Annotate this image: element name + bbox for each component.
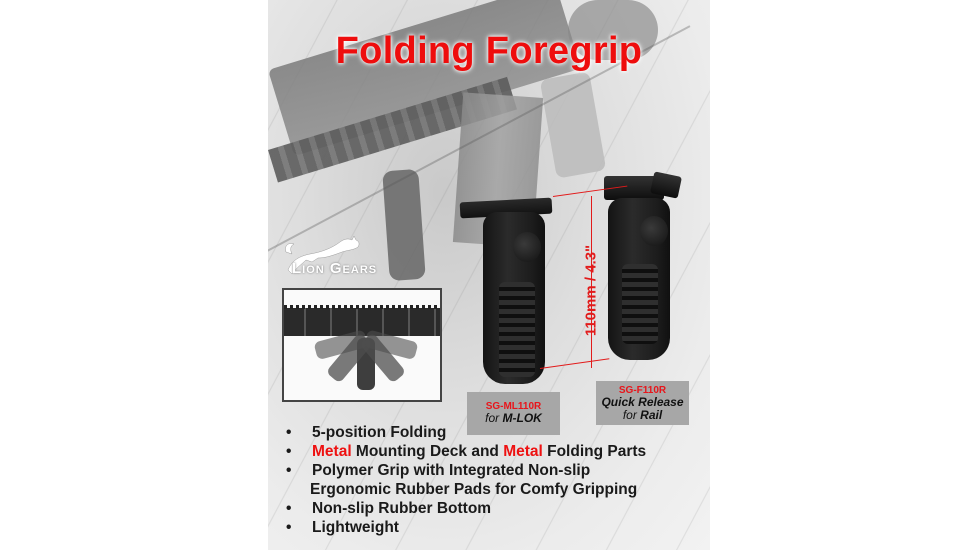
dimension-label: 110mm / 4.3" bbox=[582, 244, 600, 337]
product-code: SG-F110R bbox=[618, 385, 667, 396]
dimension-vertical-line bbox=[591, 196, 592, 368]
product-label-mlok: SG-ML110R for M-LOK bbox=[467, 392, 560, 435]
rail-foregrip-image bbox=[608, 198, 670, 360]
product-poster: Folding Foregrip Lion Gears 110mm / 4.3"… bbox=[268, 0, 710, 550]
feature-item: •Metal Mounting Deck and Metal Folding P… bbox=[286, 443, 647, 460]
bullet-dot-icon: • bbox=[286, 424, 292, 441]
bullet-dot-icon: • bbox=[286, 443, 292, 460]
bullet-dot-icon: • bbox=[286, 462, 292, 479]
feature-item-continuation: Ergonomic Rubber Pads for Comfy Gripping bbox=[310, 481, 638, 498]
brand-logo-text: Lion Gears bbox=[292, 260, 378, 277]
bullet-dot-icon: • bbox=[286, 500, 292, 517]
poster-title: Folding Foregrip bbox=[335, 30, 643, 72]
mlok-release-button bbox=[513, 232, 541, 262]
rail-release-button bbox=[640, 216, 668, 246]
feature-item: •Non-slip Rubber Bottom bbox=[286, 500, 492, 517]
product-code: SG-ML110R bbox=[485, 401, 542, 412]
product-label-rail: SG-F110R Quick Release for Rail bbox=[596, 381, 689, 425]
dimension-bottom-line bbox=[539, 358, 610, 369]
rail-rubber-pad bbox=[622, 264, 658, 344]
leaping-lion-icon bbox=[285, 235, 360, 275]
mlok-rubber-pad bbox=[499, 282, 535, 377]
product-mount-type: for M-LOK bbox=[485, 411, 542, 425]
feature-item: •5-position Folding bbox=[286, 424, 447, 441]
bullet-dot-icon: • bbox=[286, 519, 292, 536]
product-feature: Quick Release bbox=[601, 395, 684, 409]
mlok-foregrip-image bbox=[483, 212, 545, 384]
background-rifle-stock bbox=[568, 0, 658, 60]
mlok-handguard-image bbox=[284, 305, 440, 336]
feature-item: •Polymer Grip with Integrated Non-slip bbox=[286, 462, 591, 479]
feature-list: •5-position Folding •Metal Mounting Deck… bbox=[286, 423, 646, 537]
product-mount-type: for Rail bbox=[622, 408, 663, 422]
feature-item: •Lightweight bbox=[286, 519, 399, 536]
folding-positions-inset bbox=[282, 288, 442, 402]
